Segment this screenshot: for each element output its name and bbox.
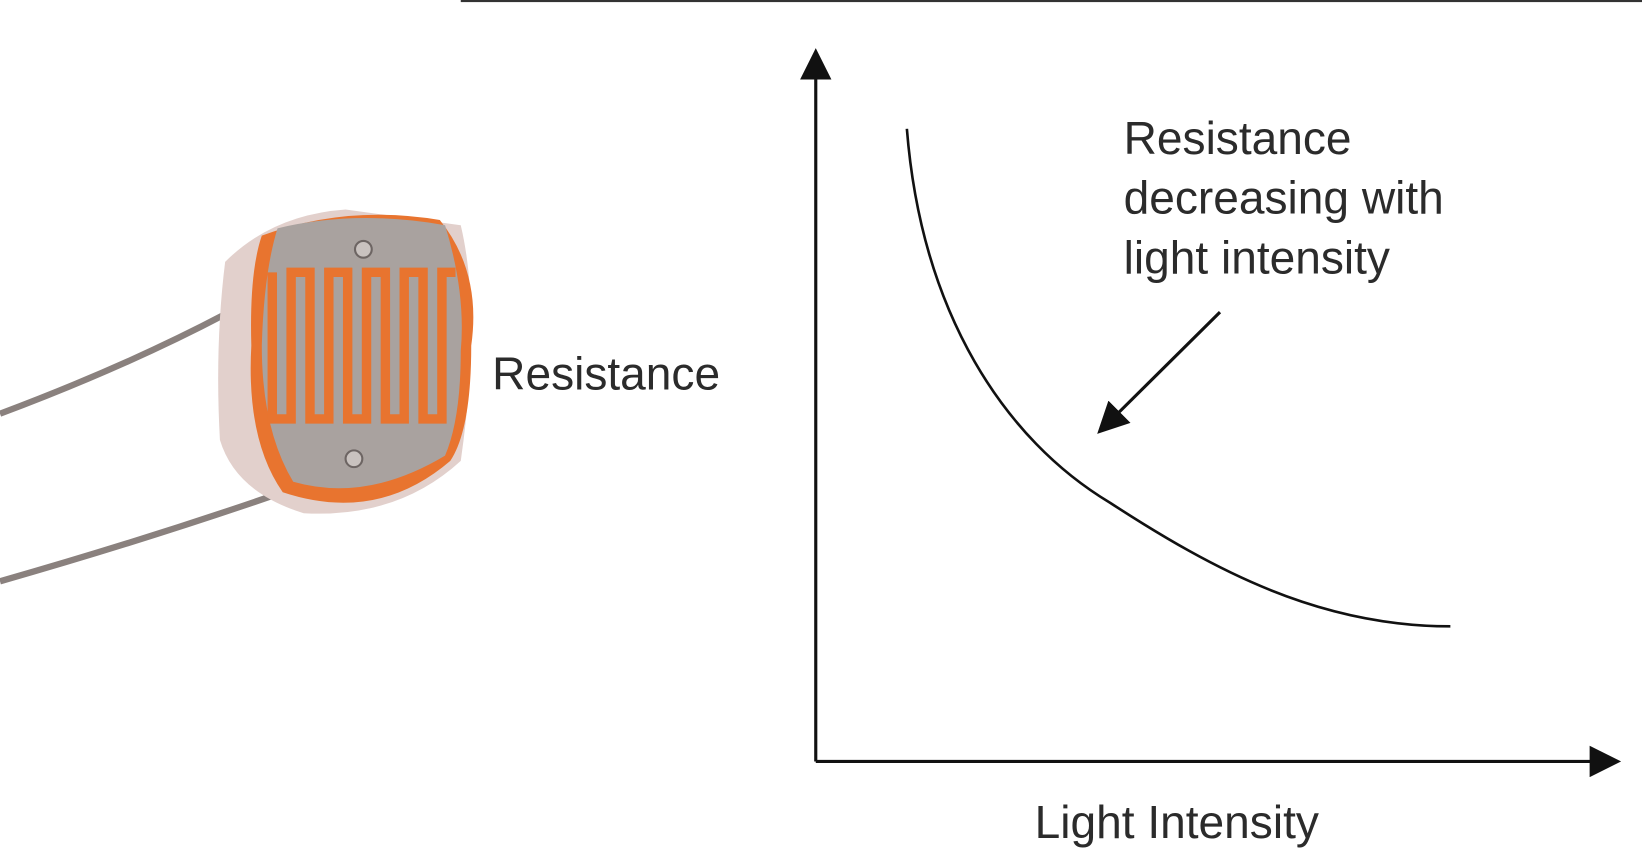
top-border [460,0,1642,3]
ldr-serpentine-trace [267,267,456,424]
x-axis-label: Light Intensity [1035,796,1319,848]
photoresistor-image [0,209,474,585]
resistance-label: Resistance [492,348,720,400]
annotation-arrow [1097,311,1222,434]
lead-wire-top [0,311,227,417]
lead-wire-bottom [0,489,284,585]
ldr-contact-bottom [344,449,364,469]
annotation-line-3: light intensity [1124,231,1390,283]
ldr-contact-top [353,239,373,259]
annotation-line-1: Resistance [1124,112,1352,164]
resistance-vs-light-graph: Resistance decreasing with light intensi… [800,48,1622,848]
resistance-curve [905,128,1451,628]
annotation-line-2: decreasing with [1124,172,1444,224]
